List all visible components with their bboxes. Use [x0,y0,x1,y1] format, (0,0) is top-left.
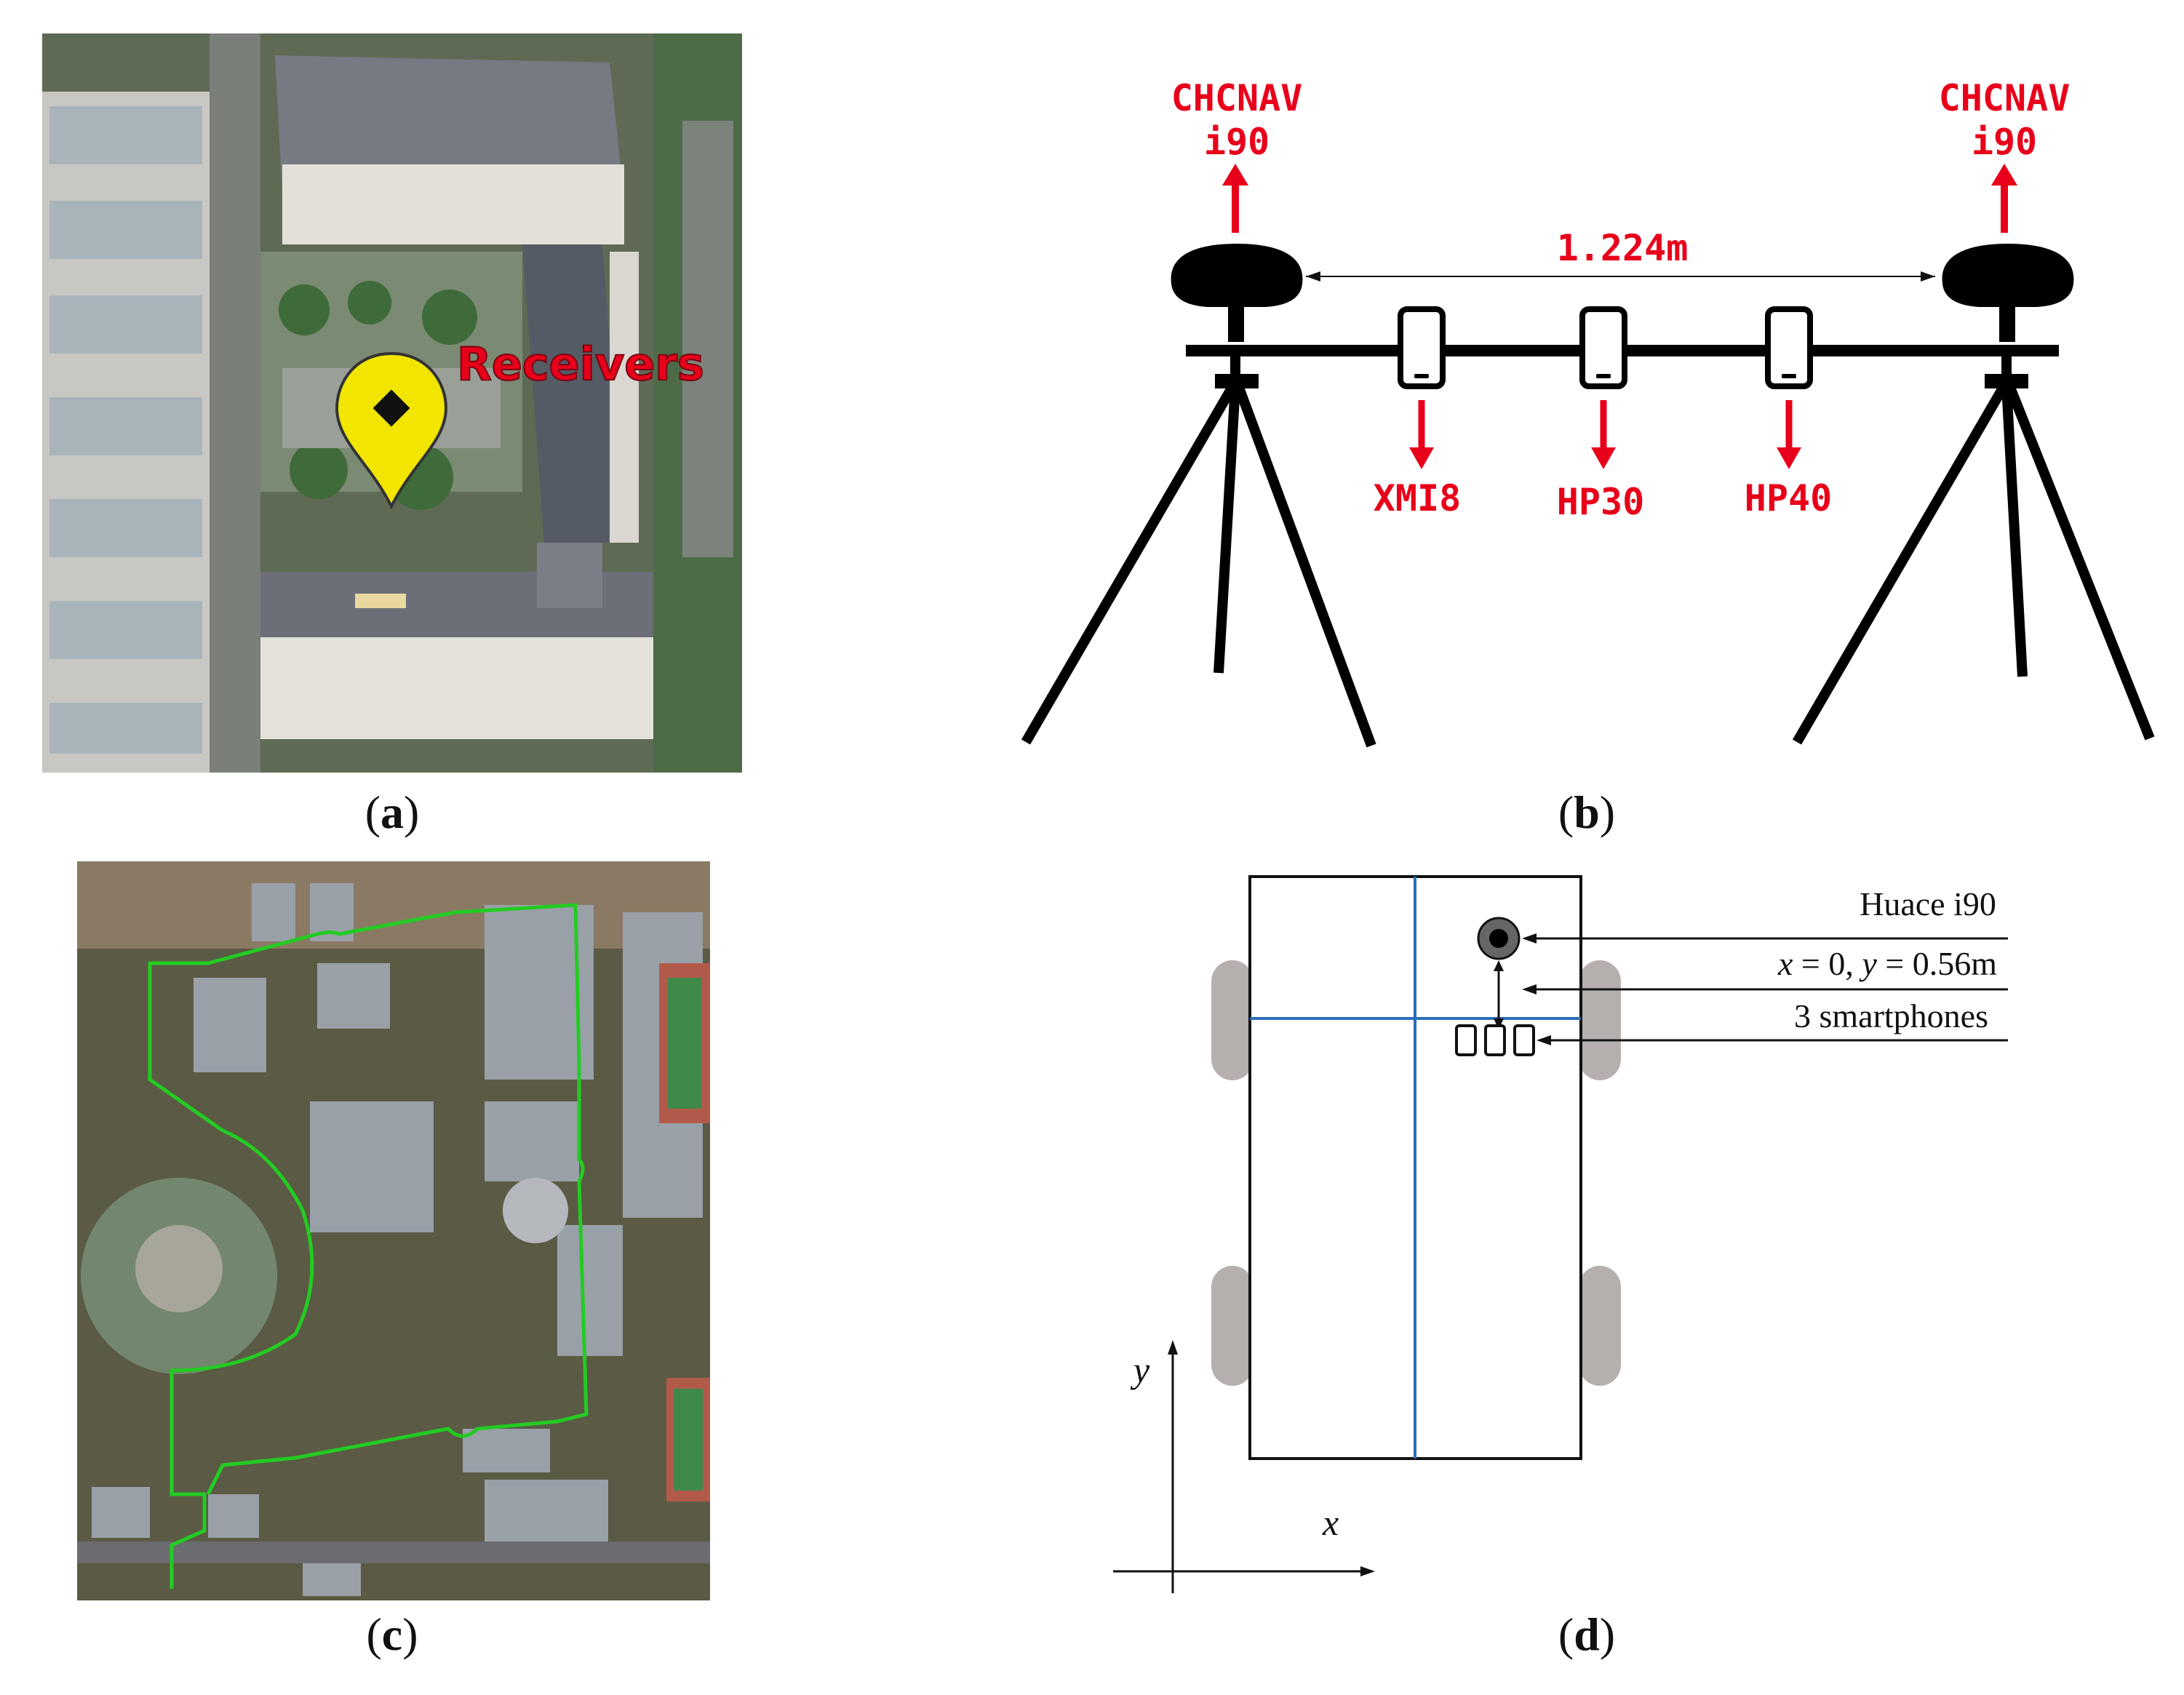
caption-c: (c) [366,1608,418,1660]
smartphone-icons [1455,1024,1535,1056]
offset-double-arrow [1494,960,1504,1029]
phone-icon-hp40 [1765,306,1813,389]
left-receiver-arrow [1222,164,1248,233]
left-gnss-antenna-icon [1171,244,1303,342]
caption-a: (a) [364,786,420,838]
panel-b-static-setup-diagram: CHCNAV i90 CHCNAV i90 1.224m [1011,65,2175,764]
caption-b: (b) [1558,786,1616,838]
right-receiver-arrow [1991,164,2017,233]
antenna-label: Huace i90 [1860,885,1996,922]
panel-a-satellite-image: Receivers [42,33,742,773]
location-pin-icon [335,351,448,510]
left-receiver-model: i90 [1204,121,1270,163]
axis-y-label: y [1130,1349,1150,1390]
right-tripod [1792,356,2155,745]
label-leader-arrows [1522,933,2008,1045]
receivers-label: Receivers [456,337,705,391]
survey-route [148,903,589,1589]
vehicle-axis-lines [1250,877,1581,1459]
coordinate-axes [1113,1340,1375,1602]
baseline-length-label: 1.224m [1557,227,1689,269]
right-receiver-model: i90 [1972,121,2037,163]
phone-icon-hp30 [1579,306,1627,389]
phone-arrows [1409,400,1801,469]
satellite-map-a [42,33,742,773]
phone-label-hp30: HP30 [1557,481,1644,523]
right-receiver-brand: CHCNAV [1939,77,2071,119]
left-receiver-brand: CHCNAV [1171,77,1303,119]
satellite-map-c [77,861,710,1600]
phone-icon-xmi8 [1398,306,1446,389]
antenna-icon [1477,917,1521,960]
panel-c-route-map [77,861,710,1600]
offset-label: x = 0, y = 0.56m [1777,945,1997,982]
smartphones-label: 3 smartphones [1794,997,1988,1034]
axis-x-label: x [1322,1502,1339,1543]
caption-d: (d) [1558,1608,1616,1660]
panel-d-vehicle-layout: Huace i90 x = 0, y = 0.56m 3 smartphones… [1106,866,2168,1602]
phone-label-xmi8: XMI8 [1374,477,1461,519]
baseline-dimension-line [1306,271,1935,282]
left-tripod [1021,356,1376,748]
phone-label-hp40: HP40 [1745,477,1832,519]
right-gnss-antenna-icon [1942,244,2074,342]
